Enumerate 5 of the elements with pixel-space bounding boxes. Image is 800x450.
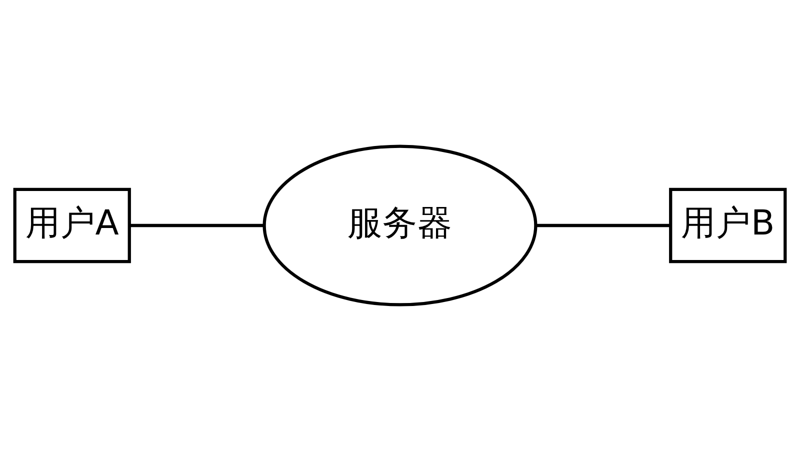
node-box: 用户B bbox=[669, 187, 787, 263]
node-box: 用户A bbox=[13, 187, 131, 263]
node-ellipse: 服务器 bbox=[262, 144, 538, 306]
connector bbox=[536, 223, 671, 227]
connector bbox=[130, 223, 264, 227]
